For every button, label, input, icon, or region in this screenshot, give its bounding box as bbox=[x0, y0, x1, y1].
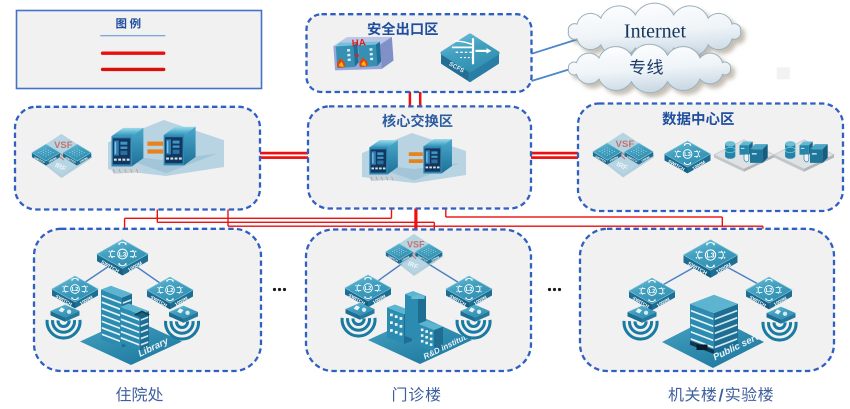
svg-text:1000M: 1000M bbox=[79, 156, 89, 164]
svg-text:VSF: VSF bbox=[407, 239, 425, 249]
svg-text:Internet: Internet bbox=[624, 21, 687, 43]
svg-text:SWITCH: SWITCH bbox=[64, 156, 76, 165]
svg-text:SWITCH: SWITCH bbox=[33, 156, 45, 165]
svg-text:1000M: 1000M bbox=[372, 294, 387, 305]
svg-text:WLAN: WLAN bbox=[52, 316, 60, 322]
svg-text:1000M: 1000M bbox=[48, 156, 58, 164]
svg-text:WLAN: WLAN bbox=[462, 316, 470, 322]
svg-text:WLAN: WLAN bbox=[347, 314, 355, 320]
svg-text:L2: L2 bbox=[766, 288, 774, 294]
svg-text:IRF: IRF bbox=[407, 260, 420, 271]
svg-text:WLAN: WLAN bbox=[171, 317, 179, 323]
svg-text:VSF: VSF bbox=[616, 139, 635, 150]
svg-text:WLAN: WLAN bbox=[629, 317, 637, 323]
svg-text:WLAN: WLAN bbox=[768, 318, 776, 324]
svg-text:L3: L3 bbox=[119, 251, 127, 258]
svg-text:L2: L2 bbox=[365, 286, 373, 292]
svg-text:1000M: 1000M bbox=[656, 297, 671, 308]
svg-text:L3: L3 bbox=[706, 253, 714, 260]
svg-text:L3: L3 bbox=[684, 152, 692, 158]
svg-text:L2: L2 bbox=[72, 287, 80, 293]
svg-text:L2: L2 bbox=[649, 289, 657, 295]
svg-text:1000M: 1000M bbox=[609, 155, 619, 163]
svg-text:SWITCH: SWITCH bbox=[594, 155, 606, 164]
svg-text:1000M: 1000M bbox=[691, 160, 706, 171]
svg-text:1000M: 1000M bbox=[773, 296, 788, 307]
svg-text:1000M: 1000M bbox=[473, 295, 488, 306]
svg-text:1000M: 1000M bbox=[79, 295, 94, 306]
svg-text:1000M: 1000M bbox=[401, 255, 411, 263]
svg-text:1000M: 1000M bbox=[430, 255, 440, 263]
svg-text:IRF: IRF bbox=[54, 162, 68, 173]
svg-text:L2: L2 bbox=[167, 288, 175, 294]
svg-text:1000M: 1000M bbox=[174, 296, 189, 307]
svg-text:HA: HA bbox=[351, 38, 366, 50]
svg-text:SWITCH: SWITCH bbox=[387, 254, 399, 263]
svg-text:VSF: VSF bbox=[54, 140, 73, 151]
svg-text:L2: L2 bbox=[466, 287, 474, 293]
svg-text:SWITCH: SWITCH bbox=[417, 254, 429, 263]
svg-text:SWITCH: SWITCH bbox=[626, 155, 638, 164]
svg-text:1000M: 1000M bbox=[641, 155, 651, 163]
